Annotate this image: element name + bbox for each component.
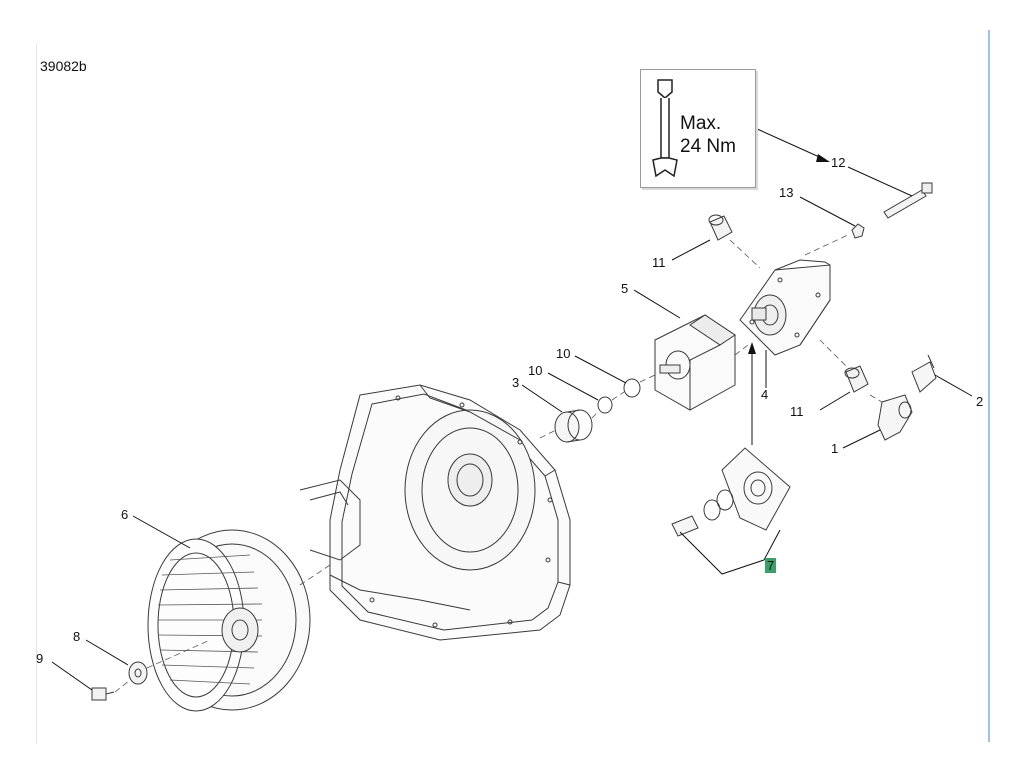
- hose-fitting: [708, 214, 869, 393]
- callout-2: 2: [976, 394, 984, 409]
- fan-wheel: [147, 529, 311, 712]
- pump-bolt: [883, 182, 933, 219]
- callout-10-lower: 10: [528, 363, 543, 378]
- frame-left-rule: [36, 44, 37, 744]
- adapter-flange: [654, 314, 736, 411]
- washer: [128, 661, 148, 685]
- drawing-id: 39082b: [40, 58, 87, 74]
- assembly-axis: [114, 233, 883, 693]
- callout-11-lower: 11: [790, 404, 804, 419]
- fan-housing: [299, 384, 571, 641]
- arrowheads: [748, 154, 830, 354]
- torque-value: 24 Nm: [680, 136, 736, 157]
- callout-4: 4: [761, 387, 769, 402]
- callout-leaders: [51, 127, 973, 691]
- torque-max-label: Max.: [680, 113, 722, 134]
- clamp-ring: [554, 409, 593, 443]
- wrench-icon: [652, 79, 678, 178]
- callout-1: 1: [831, 441, 839, 456]
- bolt: [91, 687, 115, 701]
- elbow-fitting: [877, 354, 937, 441]
- callout-12: 12: [831, 155, 846, 170]
- callout-6: 6: [121, 507, 129, 522]
- torque-spec-text: Max. 24 Nm: [680, 112, 736, 158]
- callout-11-upper: 11: [652, 255, 666, 270]
- callout-9: 9: [36, 651, 44, 666]
- callout-13: 13: [779, 185, 794, 200]
- frame-right-rule: [988, 30, 990, 742]
- pump-nut: [851, 223, 865, 239]
- spline-sleeve: [671, 515, 699, 537]
- seal-kit-flange: [721, 447, 791, 531]
- callout-8: 8: [73, 629, 81, 644]
- shaft-seal: [703, 489, 734, 521]
- callout-10-upper: 10: [556, 346, 571, 361]
- callout-7-highlighted[interactable]: 7: [765, 558, 777, 573]
- callout-3: 3: [512, 375, 520, 390]
- callout-5: 5: [621, 281, 629, 296]
- o-ring: [597, 378, 641, 414]
- gear-pump: [739, 259, 831, 356]
